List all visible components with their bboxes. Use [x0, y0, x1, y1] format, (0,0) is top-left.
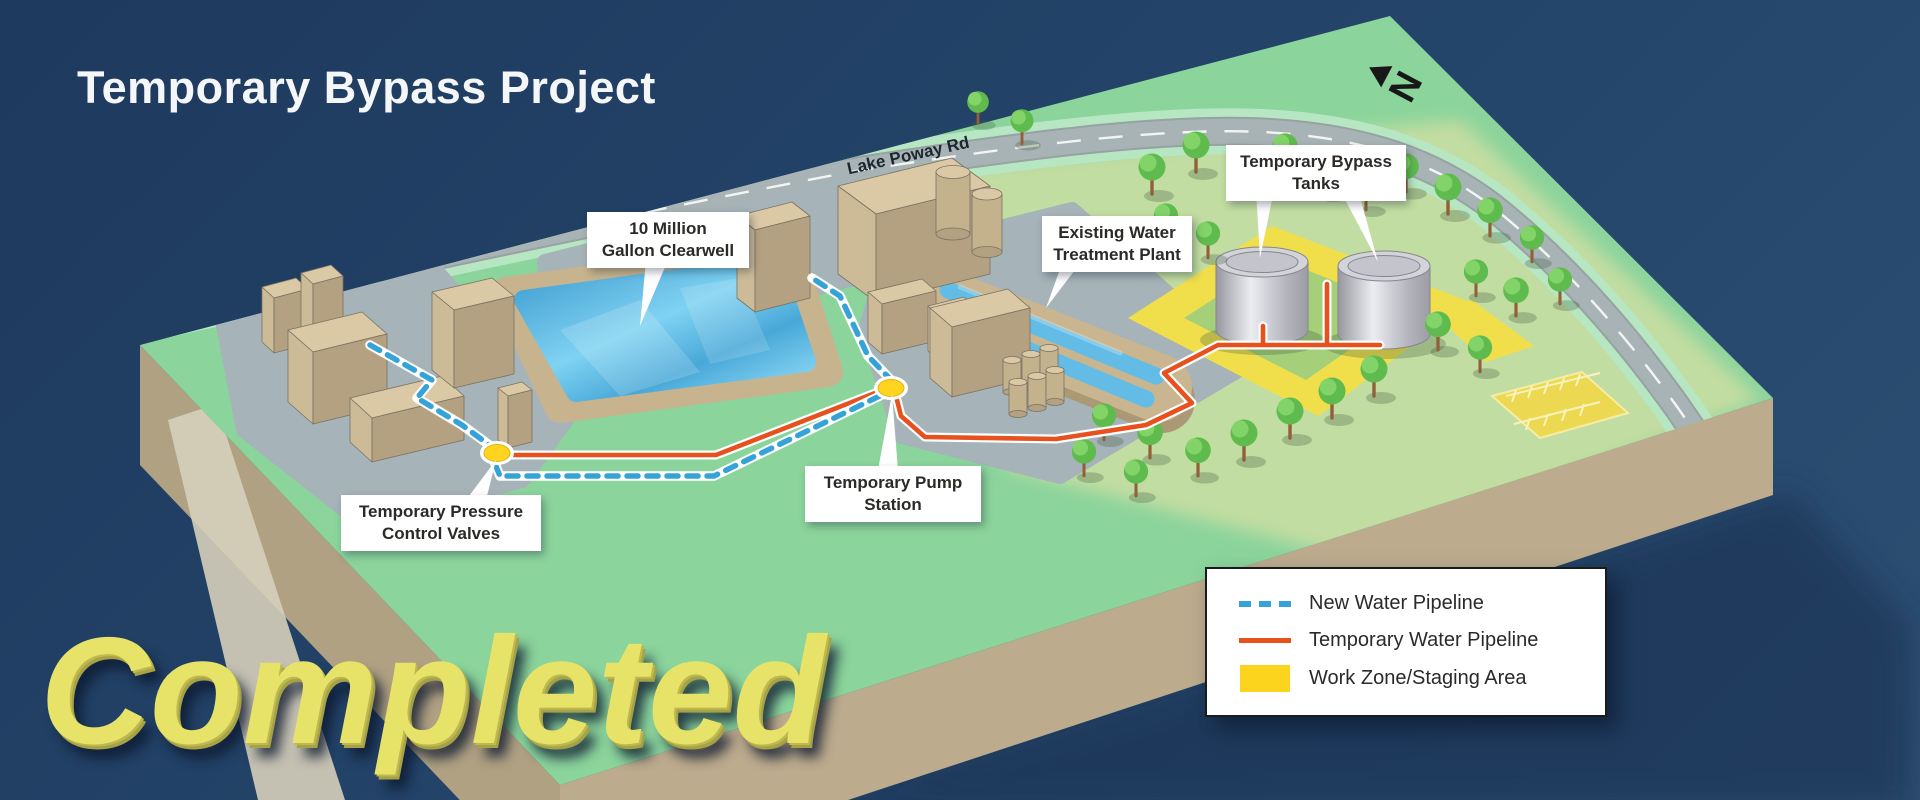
callout-clearwell: 10 Million Gallon Clearwell	[587, 212, 749, 268]
small-chemical-tanks	[1002, 344, 1065, 418]
new-water-pipeline	[365, 273, 898, 481]
map-legend: New Water Pipeline Temporary Water Pipel…	[1205, 567, 1607, 717]
callout-pump-station: Temporary Pump Station	[805, 466, 981, 522]
pump-station-valve-marker	[874, 376, 908, 400]
new-pipeline-swatch-icon	[1239, 600, 1291, 607]
silo-2	[971, 187, 1003, 258]
building-mid-low-1	[867, 278, 937, 355]
callout-treatment-plant-line1: Existing Water	[1058, 223, 1176, 242]
page-title: Temporary Bypass Project	[77, 62, 656, 113]
callout-bypass-tanks: Temporary Bypass Tanks	[1226, 145, 1406, 201]
parking-staging-lot	[1489, 370, 1631, 440]
temporary-pipeline-swatch-icon	[1239, 637, 1291, 643]
legend-item-temporary-pipeline: Temporary Water Pipeline	[1239, 629, 1605, 652]
callout-clearwell-line1: 10 Million	[629, 219, 707, 238]
work-zone-swatch-icon	[1239, 664, 1291, 692]
buildings	[261, 157, 1065, 463]
callout-treatment-plant: Existing Water Treatment Plant	[1042, 216, 1192, 272]
north-arrow-icon	[1369, 66, 1393, 88]
callout-treatment-plant-line2: Treatment Plant	[1053, 244, 1181, 264]
callout-bypass-tanks-line2: Tanks	[1292, 173, 1340, 193]
building-mid-west	[736, 201, 811, 313]
callout-pressure-valves: Temporary Pressure Control Valves	[341, 495, 541, 551]
legend-item-work-zone: Work Zone/Staging Area	[1239, 664, 1605, 692]
slab-sides	[140, 345, 1773, 800]
completed-status-overlay: Completed	[40, 606, 826, 776]
bypass-tank-left	[1215, 246, 1309, 346]
callout-pressure-valves-line1: Temporary Pressure	[358, 502, 524, 521]
building-left-small	[497, 381, 533, 449]
callout-clearwell-line2: Gallon Clearwell	[601, 240, 735, 260]
temporary-water-pipeline	[497, 279, 1385, 460]
legend-item-label: Work Zone/Staging Area	[1309, 666, 1527, 689]
bypass-tank-right	[1337, 250, 1431, 350]
legend-item-new-pipeline: New Water Pipeline	[1239, 592, 1605, 615]
callout-pressure-valves-line2: Control Valves	[381, 523, 501, 543]
callout-pump-station-line1: Temporary Pump	[823, 473, 963, 492]
callout-pump-station-line2: Station	[864, 494, 922, 514]
pressure-control-valve-marker	[480, 441, 514, 465]
legend-item-label: New Water Pipeline	[1309, 592, 1484, 615]
silo-1	[935, 165, 971, 241]
legend-item-label: Temporary Water Pipeline	[1309, 628, 1539, 651]
valves	[480, 376, 908, 465]
building-left-mid	[431, 277, 515, 389]
callout-bypass-tanks-line1: Temporary Bypass	[1240, 152, 1392, 171]
